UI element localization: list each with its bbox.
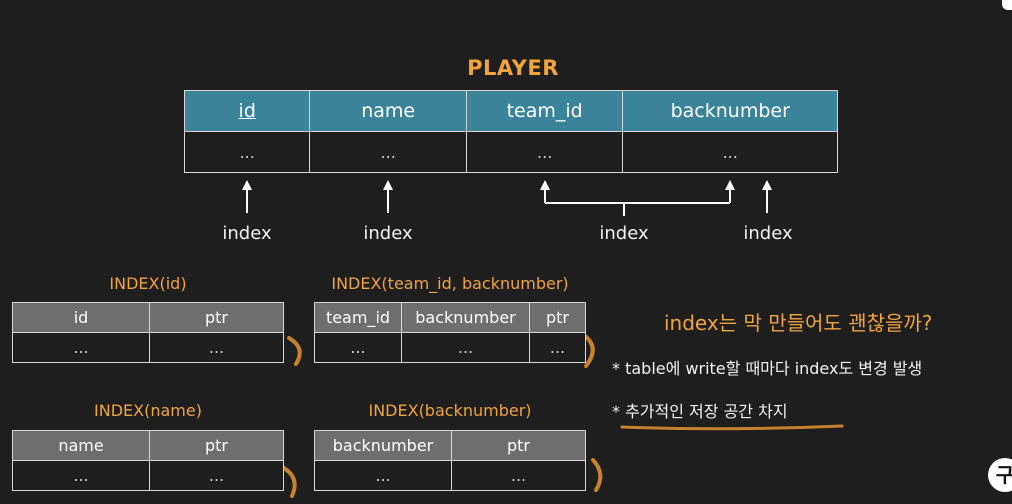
index-team-backnumber-title: INDEX(team_id, backnumber) <box>331 274 569 293</box>
index-label: index <box>222 223 272 244</box>
corner-avatar-button[interactable]: 구 <box>988 458 1012 492</box>
column-ptr: ptr <box>149 430 284 461</box>
player-table-header: id name team_id backnumber <box>183 90 838 132</box>
index-label: index <box>743 223 793 244</box>
player-table: id name team_id backnumber ... ... ... .… <box>183 90 838 173</box>
index-label: index <box>599 223 649 244</box>
cell: ... <box>451 460 586 491</box>
index-label: index <box>363 223 413 244</box>
cell: ... <box>12 332 150 363</box>
cell: ... <box>622 131 838 173</box>
question-text: index는 막 만들어도 괜찮을까? <box>664 311 933 335</box>
cell: ... <box>465 131 624 173</box>
cell: ... <box>309 131 467 173</box>
brush-mark <box>591 458 603 492</box>
column-name: name <box>12 430 150 461</box>
column-team-id: team_id <box>314 302 402 333</box>
column-ptr: ptr <box>529 302 586 333</box>
cell: ... <box>314 332 402 363</box>
cell: ... <box>529 332 586 363</box>
note-write-cost: * table에 write할 때마다 index도 변경 발생 <box>612 359 923 378</box>
note-storage-cost: * 추가적인 저장 공간 차지 <box>612 402 788 421</box>
column-backnumber: backnumber <box>314 430 452 461</box>
composite-bracket <box>545 202 730 216</box>
column-ptr: ptr <box>451 430 586 461</box>
brush-mark <box>282 466 297 498</box>
cell: ... <box>149 460 284 491</box>
index-id-title: INDEX(id) <box>109 274 187 293</box>
column-team-id: team_id <box>465 90 624 132</box>
column-id: id <box>12 302 150 333</box>
cell: ... <box>149 332 284 363</box>
column-ptr: ptr <box>149 302 284 333</box>
column-backnumber: backnumber <box>622 90 838 132</box>
corner-tab <box>1002 0 1012 10</box>
cell: ... <box>183 131 311 173</box>
player-table-title: PLAYER <box>467 56 559 80</box>
cell: ... <box>401 332 530 363</box>
column-name: name <box>309 90 467 132</box>
index-name-title: INDEX(name) <box>94 401 202 420</box>
column-id: id <box>183 90 311 132</box>
cell: ... <box>12 460 150 491</box>
note-underline <box>620 424 844 431</box>
index-backnumber-title: INDEX(backnumber) <box>368 401 532 420</box>
cell: ... <box>314 460 452 491</box>
column-backnumber: backnumber <box>401 302 530 333</box>
brush-mark <box>583 334 595 368</box>
player-table-row: ... ... ... ... <box>183 131 838 173</box>
brush-mark <box>287 336 302 366</box>
